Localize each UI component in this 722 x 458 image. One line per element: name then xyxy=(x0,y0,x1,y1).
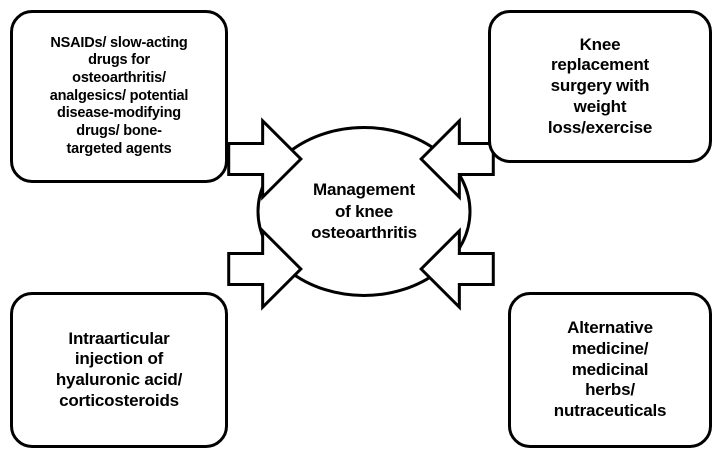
arrow-top-left-icon xyxy=(227,117,303,201)
arrow-top-right-icon xyxy=(419,117,495,201)
arrow-bottom-right-icon xyxy=(419,227,495,311)
node-injection-label: Intraarticular injection of hyaluronic a… xyxy=(55,328,183,410)
node-pharmacologic-treatments[interactable]: NSAIDs/ slow-acting drugs for osteoarthr… xyxy=(10,10,228,183)
node-surgical-label: Knee replacement surgery with weight los… xyxy=(547,34,653,137)
node-pharmacologic-label: NSAIDs/ slow-acting drugs for osteoarthr… xyxy=(49,34,189,157)
node-intraarticular-injection[interactable]: Intraarticular injection of hyaluronic a… xyxy=(10,292,228,448)
node-alternative-label: Alternative medicine/ medicinal herbs/ n… xyxy=(553,318,667,421)
node-surgical-treatment[interactable]: Knee replacement surgery with weight los… xyxy=(488,10,712,163)
arrow-bottom-left-icon xyxy=(227,227,303,311)
node-alternative-medicine[interactable]: Alternative medicine/ medicinal herbs/ n… xyxy=(508,292,712,448)
center-ellipse xyxy=(256,126,472,297)
